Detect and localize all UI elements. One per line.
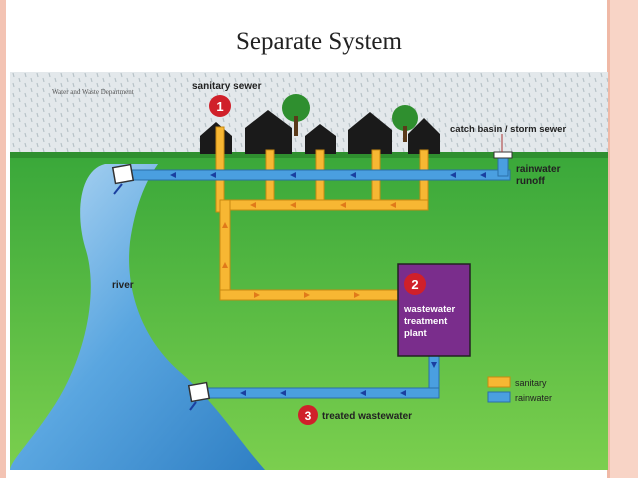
svg-text:1: 1 (216, 99, 223, 114)
legend-swatch-rainwater (487, 391, 511, 403)
label-sanitary-sewer: sanitary sewer (192, 81, 262, 92)
slide-title: Separate System (236, 28, 402, 55)
marker-1: 1 (209, 95, 231, 117)
legend-label-rainwater: rainwater (515, 393, 552, 403)
svg-text:2: 2 (411, 277, 418, 292)
catch-basin-grate (493, 134, 513, 159)
credit-text: Water and Waste Department (52, 88, 134, 96)
label-runoff: runoff (516, 176, 546, 187)
label-treatment: treatment (404, 316, 448, 327)
label-river: river (112, 280, 134, 291)
ground-surface (10, 152, 608, 158)
outfall-bottom (187, 381, 211, 411)
legend: sanitary rainwater (487, 376, 552, 403)
marker-3: 3 (298, 405, 318, 425)
label-rainwater: rainwater (516, 164, 561, 175)
storm-flow-arrows (170, 172, 486, 396)
label-wastewater: wastewater (403, 304, 456, 315)
legend-swatch-sanitary (487, 376, 511, 388)
slide-border-right-inner (607, 0, 610, 478)
sewer-system-diagram: Water and Waste Department (10, 72, 608, 470)
sanitary-flow-arrows (222, 202, 396, 298)
label-plant: plant (404, 328, 428, 339)
marker-2: 2 (404, 273, 426, 295)
legend-label-sanitary: sanitary (515, 378, 547, 388)
slide-border-right (610, 0, 638, 478)
houses (200, 94, 440, 154)
outfall-top (111, 163, 135, 195)
label-catch-basin: catch basin / storm sewer (450, 124, 566, 135)
svg-text:3: 3 (305, 409, 312, 423)
slide-border-left (0, 0, 6, 478)
label-treated-wastewater: treated wastewater (322, 411, 412, 422)
